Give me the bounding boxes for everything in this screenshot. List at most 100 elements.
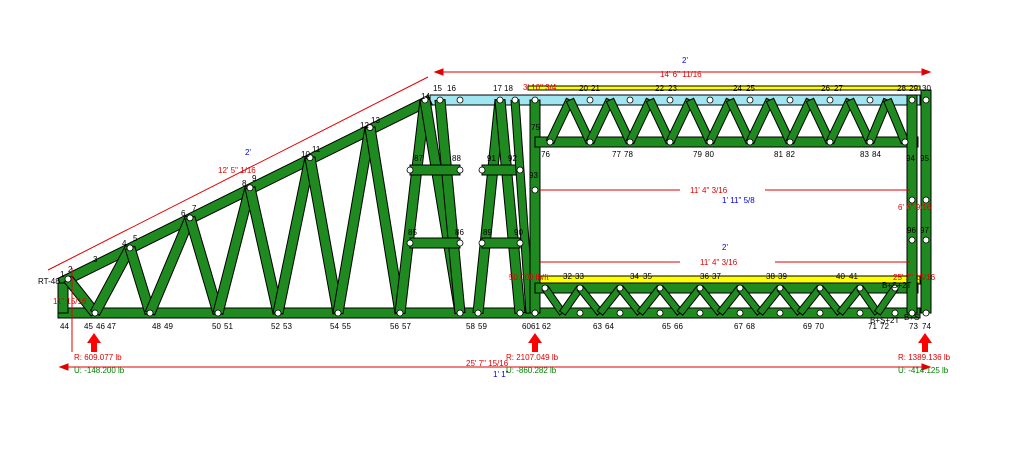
web-member bbox=[558, 285, 584, 316]
truss-node bbox=[531, 186, 539, 194]
bottom-node-label: 63 bbox=[593, 322, 602, 331]
right-end-length: 25' 2" 15/16 bbox=[893, 273, 936, 282]
truss-node bbox=[616, 309, 624, 317]
bottom-node-label: 50 bbox=[212, 322, 221, 331]
inner-node-label: 97 bbox=[920, 226, 929, 235]
truss-node bbox=[396, 309, 404, 317]
truss-node bbox=[696, 284, 704, 292]
bottom-node-label: 70 bbox=[815, 322, 824, 331]
truss-node bbox=[586, 96, 594, 104]
inner-node-label: 85 bbox=[408, 228, 417, 237]
truss-node bbox=[826, 96, 834, 104]
truss-node bbox=[866, 96, 874, 104]
truss-id-label: RT-48 bbox=[38, 277, 60, 286]
inner-node-label: 78 bbox=[624, 150, 633, 159]
overall-pitch: 1' 1" bbox=[493, 370, 509, 379]
truss-node bbox=[908, 96, 916, 104]
mid-bearing-arrow bbox=[528, 333, 542, 352]
left-reaction-r: R: 609.077 lb bbox=[74, 353, 122, 362]
inner-node-label: 75 bbox=[531, 123, 540, 132]
bottom-node-label: 57 bbox=[402, 322, 411, 331]
top-node-label: 23 bbox=[668, 84, 677, 93]
top-node-label: 18 bbox=[504, 84, 513, 93]
bottom-node-label: 52 bbox=[271, 322, 280, 331]
truss-node bbox=[922, 236, 930, 244]
top-node-label: 15 bbox=[433, 84, 442, 93]
inner-node-label: 36 bbox=[700, 272, 709, 281]
truss-node bbox=[406, 239, 414, 247]
top-chord-highlight bbox=[527, 85, 921, 91]
overall-length: 25' 7" 15/16 bbox=[466, 359, 509, 368]
top-node-label: 21 bbox=[591, 84, 600, 93]
mid-span-bottom: 11' 4" 3/16 bbox=[700, 258, 738, 267]
truss-node bbox=[706, 138, 714, 146]
inner-node-label: 86 bbox=[455, 228, 464, 237]
bottom-node-label: 44 bbox=[60, 322, 69, 331]
inner-node-label: 81 bbox=[774, 150, 783, 159]
truss-node bbox=[146, 309, 154, 317]
mid-reaction-r: R: 2107.049 lb bbox=[506, 353, 559, 362]
truss-node bbox=[866, 138, 874, 146]
truss-nodes bbox=[64, 96, 930, 317]
mid-reaction-u: U: -860.282 lb bbox=[506, 366, 557, 375]
web-member bbox=[636, 285, 664, 316]
top-node-label: 5 bbox=[133, 234, 138, 243]
mid-span-top: 11' 4" 3/16 bbox=[690, 186, 728, 195]
truss-node bbox=[91, 309, 99, 317]
bottom-node-label: 49 bbox=[164, 322, 173, 331]
inner-node-label: 38 bbox=[766, 272, 775, 281]
inner-node-label: 32 bbox=[563, 272, 572, 281]
bottom-node-label: 47 bbox=[107, 322, 116, 331]
bottom-node-label: 65 bbox=[662, 322, 671, 331]
inner-node-label: 83 bbox=[860, 150, 869, 159]
truss-node bbox=[816, 284, 824, 292]
left-bearing-arrow bbox=[87, 333, 101, 352]
top-node-label: 14 bbox=[421, 92, 430, 101]
bottom-node-label: 67 bbox=[734, 322, 743, 331]
truss-node bbox=[436, 96, 444, 104]
truss-node bbox=[456, 166, 464, 174]
top-node-label: 2 bbox=[68, 265, 73, 274]
truss-node bbox=[366, 124, 374, 131]
top-node-label: 25 bbox=[746, 84, 755, 93]
truss-members bbox=[57, 85, 932, 319]
web-member bbox=[716, 285, 744, 316]
web-member bbox=[409, 164, 461, 176]
inner-node-label: 40 bbox=[836, 272, 845, 281]
truss-node bbox=[531, 96, 539, 104]
truss-node bbox=[816, 309, 824, 317]
right-reaction-u: U: -414.125 lb bbox=[898, 366, 949, 375]
inner-node-label: 88 bbox=[452, 154, 461, 163]
truss-node bbox=[246, 184, 254, 192]
bottom-node-label: 73 bbox=[909, 322, 918, 331]
truss-node bbox=[891, 309, 899, 317]
truss-node bbox=[696, 309, 704, 317]
truss-node bbox=[456, 239, 464, 247]
inner-node-label: 91 bbox=[487, 154, 496, 163]
truss-node bbox=[776, 284, 784, 292]
bottom-node-label: 56 bbox=[390, 322, 399, 331]
truss-node bbox=[736, 284, 744, 292]
truss-node bbox=[306, 154, 314, 162]
bottom-node-label: 58 bbox=[466, 322, 475, 331]
bottom-node-label: 54 bbox=[330, 322, 339, 331]
truss-node bbox=[274, 309, 282, 317]
truss-node bbox=[496, 96, 504, 104]
inner-node-label: 92 bbox=[508, 154, 517, 163]
truss-node bbox=[891, 284, 899, 292]
top-node-label: 20 bbox=[579, 84, 588, 93]
truss-node bbox=[626, 96, 634, 104]
truss-node bbox=[546, 138, 554, 146]
right-reaction-r: R: 1389.136 lb bbox=[898, 353, 951, 362]
truss-node bbox=[511, 96, 519, 104]
brace-label-right: B+S bbox=[904, 313, 919, 322]
bottom-node-label: 61 bbox=[531, 322, 540, 331]
truss-node bbox=[626, 138, 634, 146]
truss-node bbox=[126, 244, 134, 252]
top-node-label: 17 bbox=[493, 84, 502, 93]
truss-node bbox=[516, 166, 524, 174]
truss-node bbox=[656, 284, 664, 292]
right-bearing-arrow bbox=[918, 333, 932, 352]
inner-node-label: 35 bbox=[643, 272, 652, 281]
